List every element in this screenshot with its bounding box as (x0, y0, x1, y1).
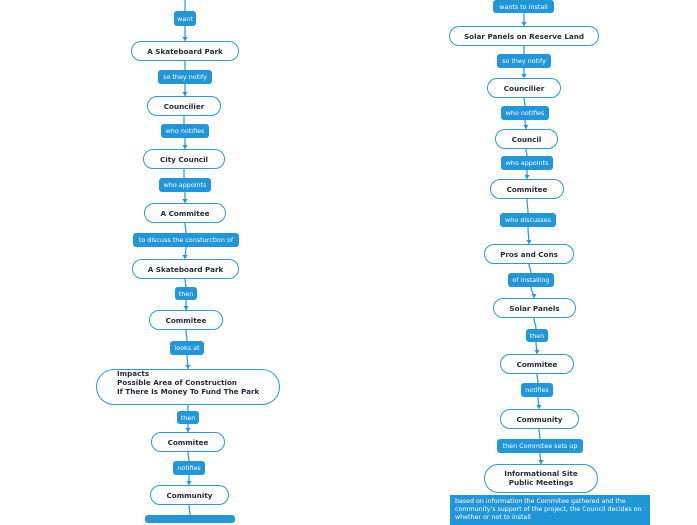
link-label[interactable]: who appoints (159, 178, 211, 192)
node-pros-and-cons[interactable]: Pros and Cons (484, 244, 574, 264)
link-label[interactable]: who discusses (500, 213, 556, 227)
impacts-line: Possible Area of Construction (117, 377, 238, 387)
impacts-line: If There Is Money To Fund The Park (117, 386, 260, 396)
link-label[interactable]: who notifies (501, 106, 549, 120)
connector-edge (187, 451, 190, 462)
arrowhead (186, 481, 192, 485)
connector-edge (188, 504, 191, 516)
arrowhead (536, 405, 542, 409)
arrowhead (534, 350, 540, 354)
connector-edge (185, 329, 188, 342)
arrowhead (538, 460, 544, 464)
decision-note[interactable]: based on information the Commitee gather… (450, 495, 650, 525)
node-community[interactable]: Community (500, 409, 579, 429)
node-skateboard-park[interactable]: A Skateboard Park (131, 41, 239, 61)
arrowhead (523, 125, 529, 129)
node-a-commitee[interactable]: A Commitee (144, 203, 226, 223)
node-city-council[interactable]: City Council (143, 149, 225, 169)
link-label[interactable]: so they notify (497, 54, 551, 68)
connector-edge (184, 222, 187, 234)
link-label[interactable]: then (177, 411, 199, 424)
connector-edge (533, 317, 537, 330)
arrowhead (524, 175, 530, 179)
arrowhead (521, 22, 527, 26)
arrowhead (182, 92, 188, 96)
arrowhead (185, 428, 191, 432)
node-council[interactable]: Council (495, 129, 558, 149)
link-label[interactable]: who notifies (161, 124, 209, 138)
link-label[interactable]: want (174, 11, 196, 26)
node-councilier[interactable]: Councilier (147, 96, 221, 116)
node-solar-panels[interactable]: Solar Panels (493, 298, 576, 318)
link-label[interactable]: notifies (521, 383, 553, 397)
connector-edge (538, 428, 541, 440)
link-label[interactable]: looks at (170, 341, 204, 355)
connector-edge (184, 278, 187, 288)
final-node-line: Informational Site (504, 468, 578, 478)
final-node-line: Public Meetings (508, 477, 574, 487)
node-commitee[interactable]: Commitee (151, 432, 225, 452)
link-label[interactable]: then (175, 287, 197, 300)
link-label-cutoff[interactable] (145, 515, 235, 523)
node-councilier[interactable]: Councilier (487, 78, 561, 98)
connector-edge (536, 373, 539, 384)
link-label[interactable]: wants to install (493, 0, 554, 13)
connector-edge (523, 97, 526, 107)
arrowhead (182, 145, 188, 149)
arrowhead (531, 294, 537, 298)
node-impacts[interactable]: Impacts Possible Area of Construction If… (96, 369, 280, 405)
arrowhead (183, 306, 189, 310)
node-community[interactable]: Community (150, 485, 229, 505)
arrowhead (182, 199, 188, 203)
arrowhead (182, 37, 188, 41)
node-solar-panels-reserve-land[interactable]: Solar Panels on Reserve Land (449, 26, 599, 46)
link-label[interactable]: to discuss the consturction of (133, 233, 239, 247)
connector-edge (528, 263, 532, 274)
link-label[interactable]: who appoints (501, 156, 553, 170)
node-skateboard-park-2[interactable]: A Skateboard Park (132, 259, 239, 279)
arrowhead (185, 365, 191, 369)
connector-edge (526, 198, 529, 214)
node-commitee[interactable]: Commitee (149, 310, 223, 330)
arrowhead (182, 255, 188, 259)
node-informational-site[interactable]: Informational Site Public Meetings (484, 464, 598, 493)
arrowhead (526, 240, 532, 244)
link-label[interactable]: so they notify (158, 70, 212, 84)
connector-edge (525, 148, 528, 157)
link-label[interactable]: then Commitee sets up (497, 439, 583, 453)
arrowhead (521, 74, 527, 78)
node-commitee[interactable]: Commitee (500, 354, 574, 374)
link-label[interactable]: notifies (173, 461, 205, 475)
impacts-line: Impacts (117, 369, 150, 378)
node-commitee[interactable]: Commitee (490, 179, 564, 199)
link-label[interactable]: of installing (508, 273, 554, 287)
link-label[interactable]: then (526, 329, 548, 342)
